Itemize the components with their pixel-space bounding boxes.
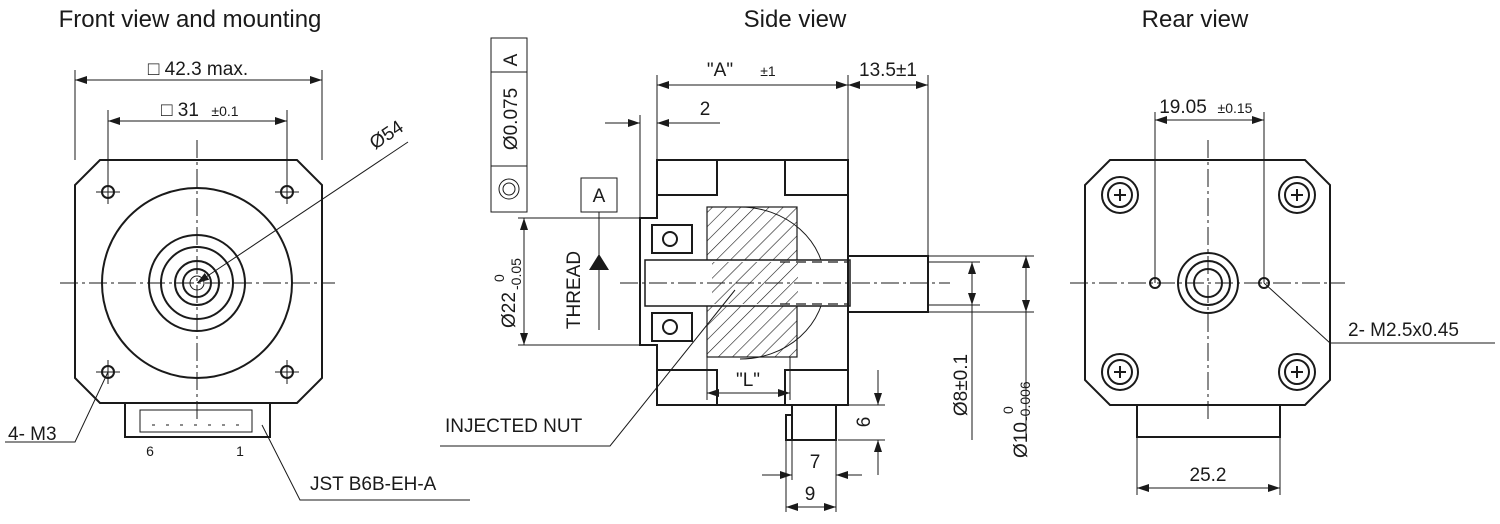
svg-text:Ø22: Ø22 (499, 292, 520, 328)
dim-A: "A" (707, 60, 733, 81)
flange-circle (101, 187, 293, 379)
pin-6-label: 6 (146, 443, 154, 459)
dim-inner-square: □ 31 (161, 100, 199, 121)
dim-inner-tolerance: ±0.1 (211, 103, 238, 119)
rear-screws (1101, 176, 1316, 391)
dim-7: 7 (810, 452, 821, 473)
rear-view-title: Rear view (1142, 6, 1249, 33)
dim-outer-square: □ 42.3 max. (148, 59, 248, 80)
rear-view: 19.05 ±0.15 2- M2.5x0.45 25.2 (1070, 97, 1495, 495)
dim-shaft-length: 13.5±1 (859, 60, 917, 81)
dim-connector-width: 25.2 (1190, 465, 1227, 486)
dim-hole-spacing-tolerance: ±0.15 (1218, 100, 1253, 116)
datum-label: A (593, 186, 606, 207)
svg-text:-0.05: -0.05 (508, 258, 524, 290)
svg-text:0: 0 (1000, 406, 1016, 414)
shaft (847, 255, 929, 313)
svg-text:0: 0 (491, 274, 507, 282)
thread-label: THREAD (564, 251, 585, 329)
pin-1-label: 1 (236, 443, 244, 459)
tolerance-frame: A Ø0.075 (490, 37, 528, 213)
front-view-title: Front view and mounting (59, 6, 322, 33)
motor-body-outline (74, 159, 323, 404)
frame-value: Ø0.075 (501, 88, 522, 150)
side-view: A Ø0.075 A THREAD "A" ±1 13.5±1 2 (440, 37, 1034, 512)
side-view-title: Side view (744, 6, 847, 33)
dim-8: Ø8±0.1 (951, 354, 972, 416)
dim-A-tolerance: ±1 (760, 63, 776, 79)
dim-2: 2 (700, 99, 711, 120)
dim-9: 9 (805, 484, 816, 505)
dim-6: 6 (854, 417, 875, 428)
dim-hole-spacing: 19.05 (1159, 97, 1207, 118)
dim-L: "L" (736, 370, 760, 391)
rear-body-outline (1084, 159, 1331, 406)
connector (124, 403, 271, 438)
svg-text:-0.006: -0.006 (1017, 381, 1033, 421)
front-view: 6 1 □ 42.3 max. □ 31 ±0.1 Ø54 4- M3 JST … (5, 59, 470, 501)
dim-diameter-54: Ø54 (366, 116, 408, 154)
svg-text:Ø10: Ø10 (1011, 422, 1032, 458)
injected-nut-label: INJECTED NUT (445, 416, 583, 437)
connector-label: JST B6B-EH-A (310, 474, 437, 495)
dim-22: Ø22 0 -0.05 (491, 258, 524, 328)
rear-holes-label: 2- M2.5x0.45 (1348, 320, 1459, 341)
dim-10: Ø10 0 -0.006 (1000, 381, 1033, 458)
holes-label: 4- M3 (8, 424, 57, 445)
frame-datum: A (501, 53, 522, 66)
